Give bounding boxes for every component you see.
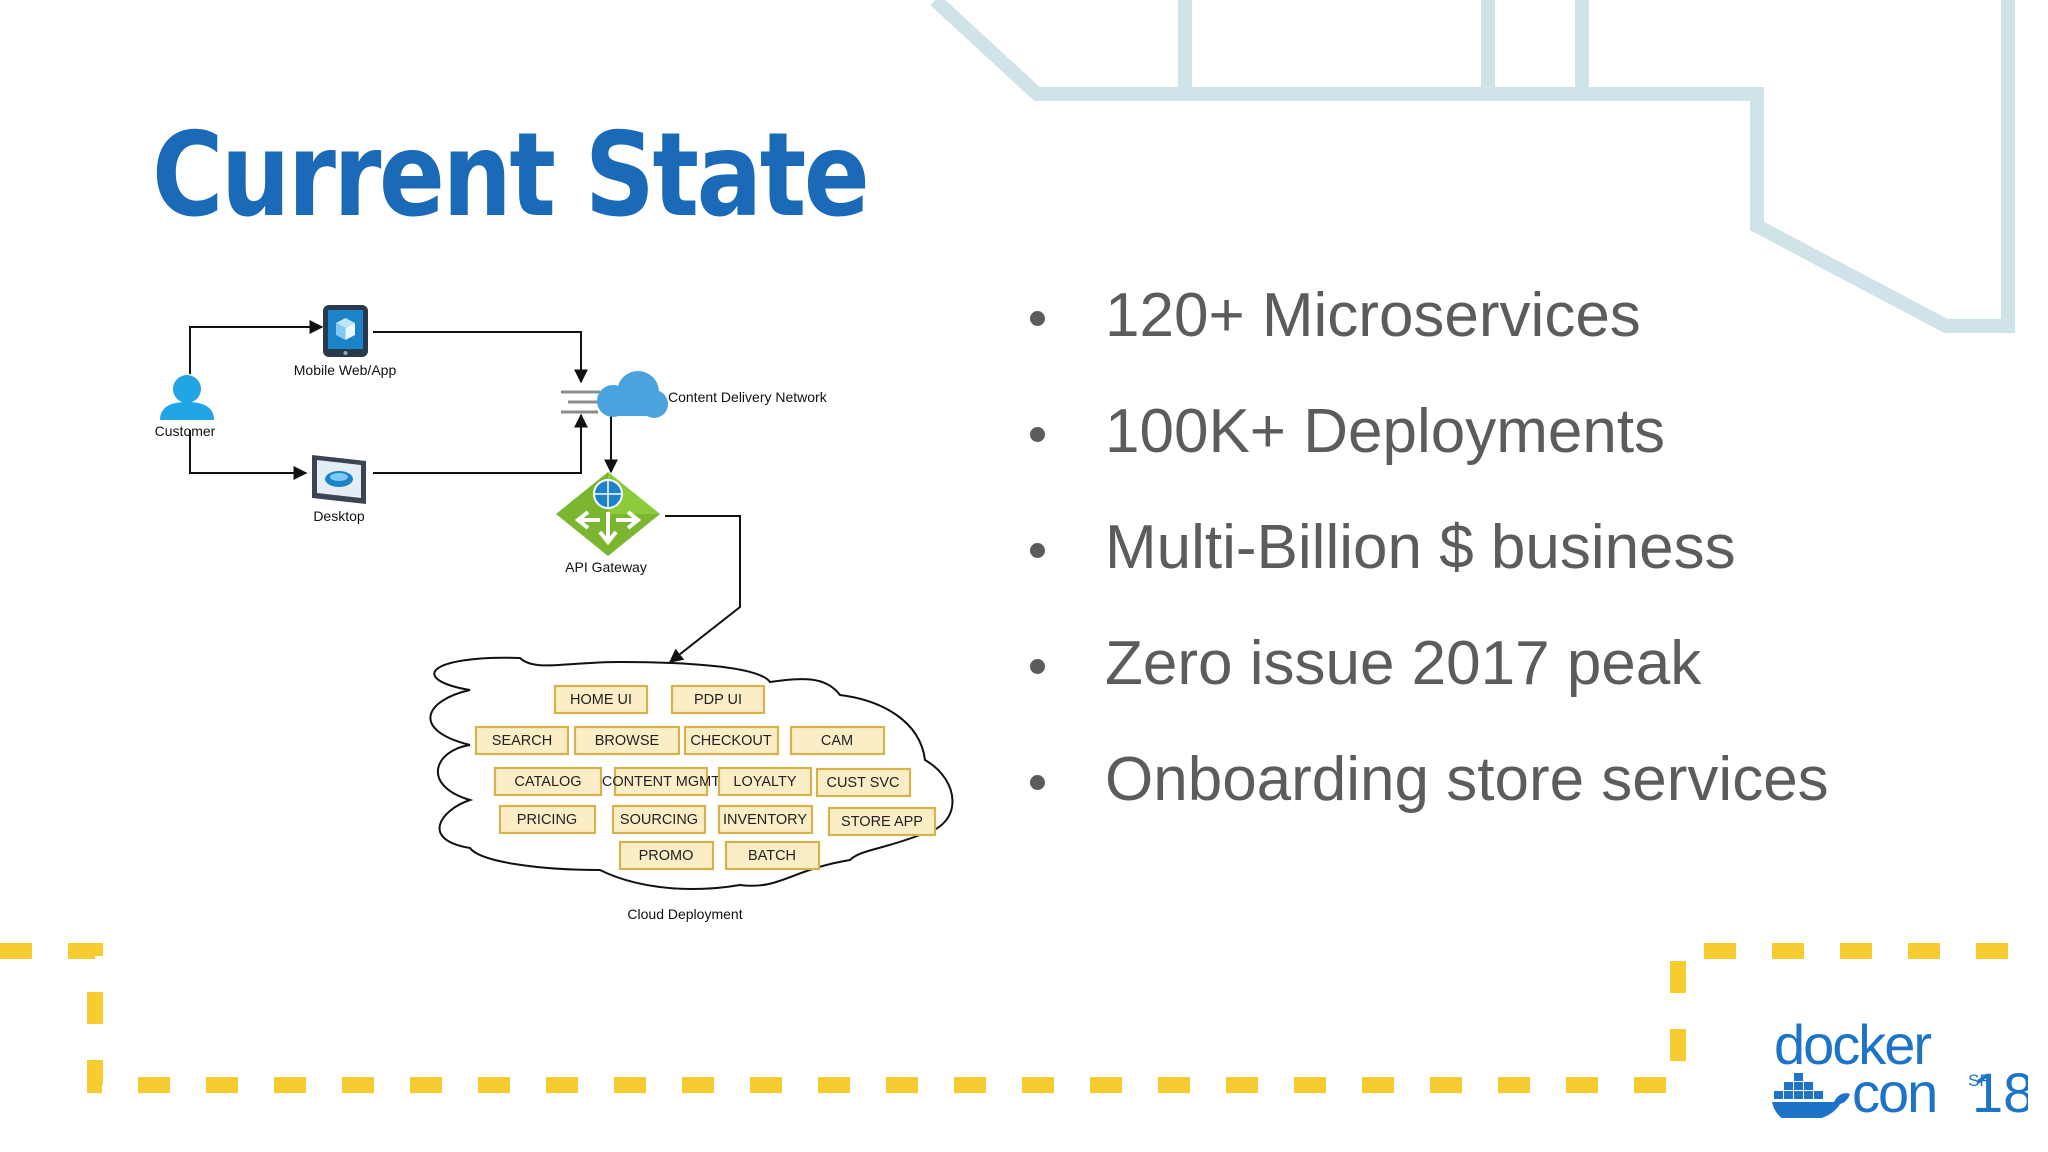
service-box: HOME UI: [553, 684, 649, 715]
bullet-text: Zero issue 2017 peak: [1105, 629, 1702, 698]
svg-text:HOME UI: HOME UI: [570, 692, 632, 708]
edge-mobile-cdn: [373, 331, 588, 384]
svg-text:STORE APP: STORE APP: [841, 814, 923, 830]
bullet-dot: [1030, 659, 1045, 674]
tablet-icon: [323, 305, 368, 357]
monitor-icon: [312, 455, 366, 504]
cloud-deployment-label: Cloud Deployment: [627, 906, 742, 922]
bullet-dot: [1030, 775, 1045, 790]
edge-desktop-cdn: [373, 413, 588, 474]
desktop-label: Desktop: [313, 508, 365, 524]
service-box: PDP UI: [670, 684, 766, 715]
gateway-label: API Gateway: [565, 559, 647, 575]
edge-customer-mobile: [189, 320, 324, 374]
logo-word-con: con: [1852, 1061, 1936, 1118]
svg-text:CONTENT MGMT: CONTENT MGMT: [602, 774, 720, 790]
api-gateway-icon: [556, 472, 660, 556]
bottom-dashed-frame: [0, 943, 2020, 1093]
service-box: BROWSE: [573, 725, 681, 756]
service-box: PROMO: [618, 840, 715, 871]
svg-text:LOYALTY: LOYALTY: [733, 774, 796, 790]
customer-label: Customer: [155, 423, 216, 439]
bullet-dot: [1030, 311, 1045, 326]
svg-text:BATCH: BATCH: [748, 848, 796, 864]
svg-text:SOURCING: SOURCING: [620, 812, 698, 828]
svg-text:PRICING: PRICING: [517, 812, 577, 828]
service-box: CHECKOUT: [683, 725, 780, 756]
svg-text:CATALOG: CATALOG: [514, 774, 581, 790]
mobile-label: Mobile Web/App: [294, 362, 397, 378]
service-box: LOYALTY: [717, 766, 813, 797]
service-grid: HOME UI PDP UI SEARCH BROWSE CHECKOUT CA…: [474, 684, 937, 871]
edge-gateway-cloud: [665, 515, 741, 663]
svg-text:SEARCH: SEARCH: [492, 733, 552, 749]
bullet-text: 100K+ Deployments: [1105, 397, 1666, 466]
user-icon: [160, 375, 214, 420]
logo-badge-sf: SF: [1968, 1071, 1990, 1090]
cloud-icon: [561, 371, 668, 418]
dockercon-logo: docker con SF 18: [1772, 1018, 2028, 1118]
service-box: CAM: [789, 725, 886, 756]
bullet-text: Onboarding store services: [1105, 745, 1829, 814]
svg-text:PDP UI: PDP UI: [694, 692, 742, 708]
svg-text:CUST SVC: CUST SVC: [826, 775, 899, 791]
bullet-dot: [1030, 427, 1045, 442]
slide-title: Current State: [152, 108, 870, 243]
svg-text:INVENTORY: INVENTORY: [723, 812, 807, 828]
bullet-dot: [1030, 543, 1045, 558]
service-box: CUST SVC: [815, 767, 912, 798]
svg-text:CHECKOUT: CHECKOUT: [690, 733, 772, 749]
service-box: SOURCING: [611, 804, 707, 835]
svg-text:BROWSE: BROWSE: [595, 733, 660, 749]
svg-text:PROMO: PROMO: [639, 848, 694, 864]
bullet-text: Multi-Billion $ business: [1105, 513, 1736, 582]
logo-word-docker: docker: [1774, 1018, 1931, 1076]
service-box: CATALOG: [493, 766, 603, 797]
service-box: PRICING: [498, 804, 597, 835]
bullet-text: 120+ Microservices: [1105, 281, 1641, 350]
diagram-connectors: [189, 320, 741, 663]
logo-year: 18: [1972, 1061, 2028, 1118]
edge-customer-desktop: [189, 430, 308, 480]
service-box: SEARCH: [474, 725, 570, 756]
cdn-label: Content Delivery Network: [668, 389, 828, 405]
top-right-frame-lines: [930, 0, 2015, 333]
service-box: BATCH: [724, 840, 821, 871]
service-box: CONTENT MGMT: [602, 766, 720, 797]
service-box: STORE APP: [827, 806, 937, 837]
svg-text:CAM: CAM: [821, 733, 853, 749]
service-box: INVENTORY: [717, 804, 814, 835]
docker-whale-icon: [1772, 1073, 1850, 1118]
